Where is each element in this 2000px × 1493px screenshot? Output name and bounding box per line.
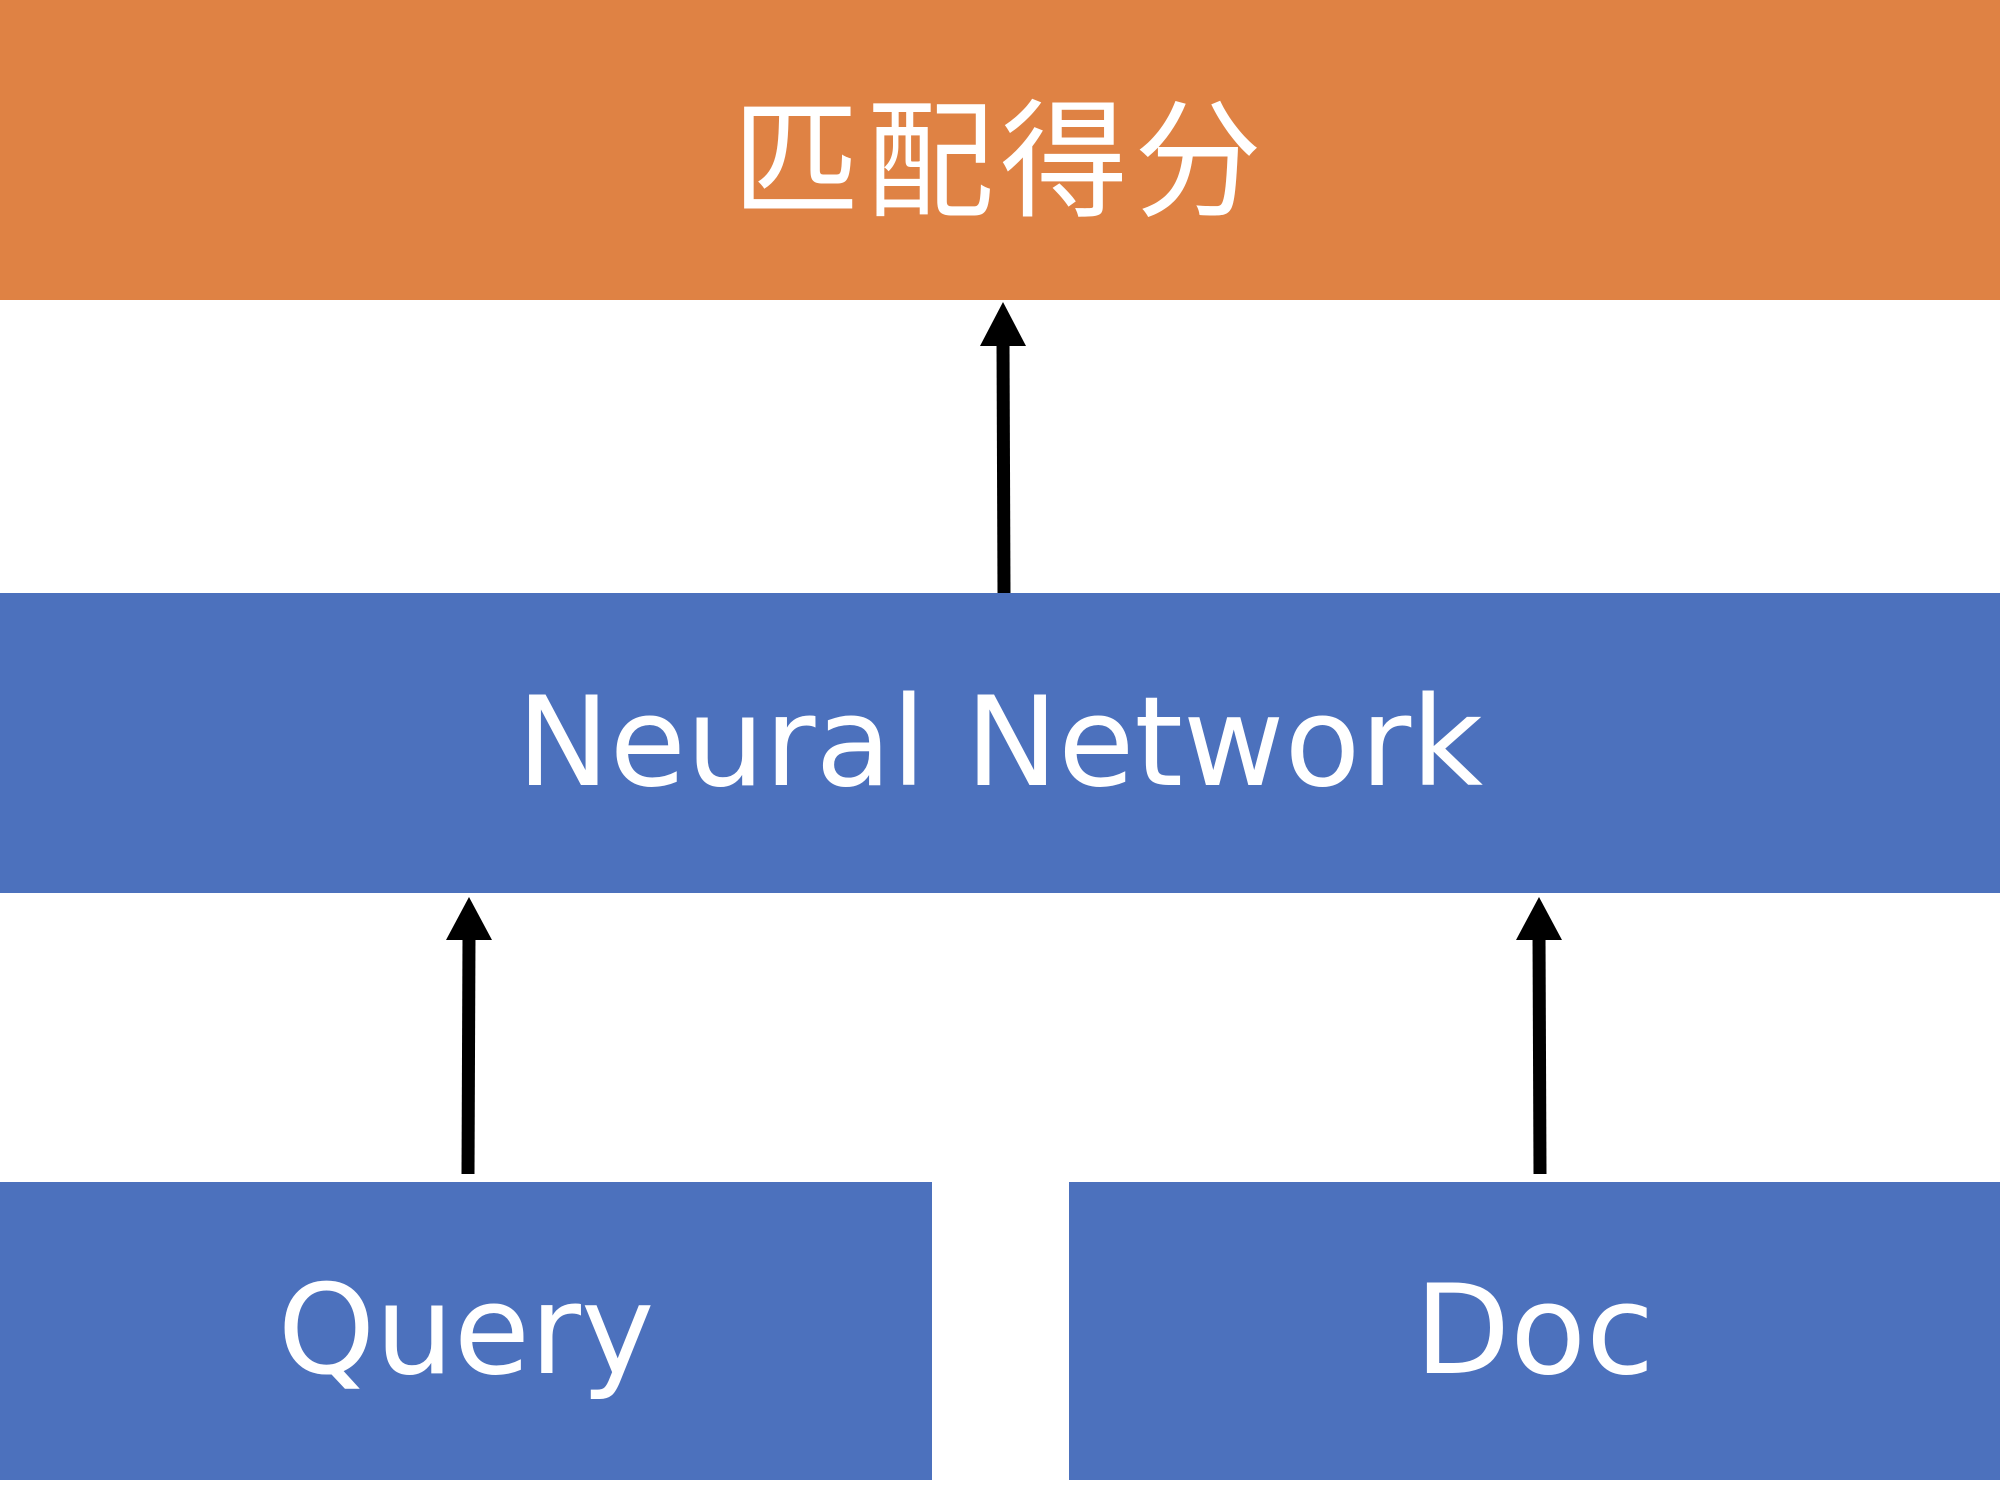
arrow-query-to-network: [446, 897, 492, 1175]
neural-network-box: Neural Network: [0, 593, 2000, 893]
arrow-doc-shaft: [1532, 934, 1547, 1175]
match-score-box: 匹配得分: [0, 0, 2000, 300]
query-box: Query: [0, 1182, 932, 1480]
arrow-query-shaft: [461, 934, 476, 1175]
arrow-network-shaft: [996, 341, 1011, 594]
arrow-network-to-score: [980, 302, 1026, 594]
arrow-network-head: [980, 302, 1026, 346]
query-label: Query: [277, 1259, 655, 1403]
neural-network-label: Neural Network: [516, 671, 1484, 815]
doc-box: Doc: [1069, 1182, 2000, 1480]
arrow-query-head: [446, 897, 492, 940]
doc-label: Doc: [1414, 1259, 1655, 1403]
arrow-doc-head: [1516, 897, 1562, 940]
match-score-label: 匹配得分: [731, 87, 1268, 237]
arrow-doc-to-network: [1516, 897, 1562, 1175]
